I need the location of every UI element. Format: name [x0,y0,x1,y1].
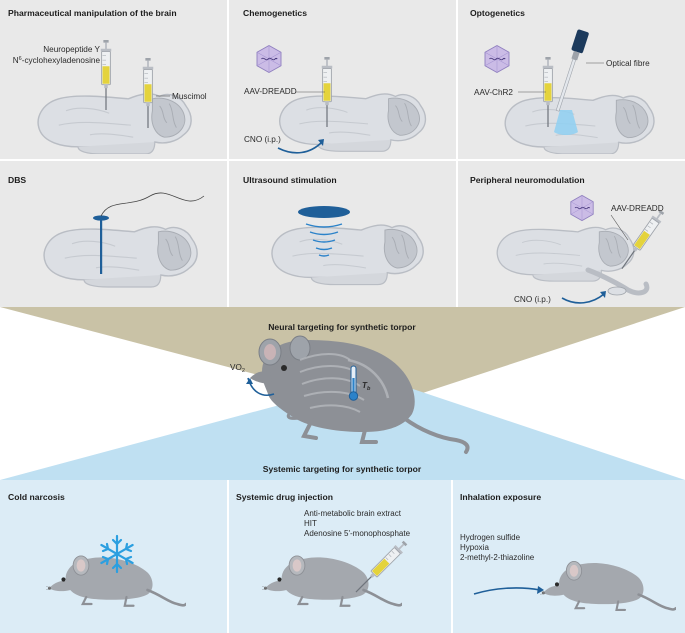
thermometer-fill [352,378,355,392]
label-muscimol: Muscimol [172,92,207,101]
wave-icon [318,254,330,257]
panel-title-inhalation-exposure: Inhalation exposure [460,492,541,502]
panel-systemic-drug-injection: Systemic drug injection Anti-metabolic b… [236,492,411,608]
thermometer-bulb [348,391,359,401]
panel-title-peripheral: Peripheral neuromodulation [470,175,585,185]
panel-optogenetics: Optogenetics Optical fibre AAV-ChR2 [470,8,655,154]
electrode-wire [100,192,205,217]
arrow-icon [473,587,541,595]
panel-title-dbs: DBS [8,175,26,185]
arrowhead-icon [318,139,324,146]
panel-title-optogenetics: Optogenetics [470,8,525,18]
wave-icon [312,239,336,243]
panel-title-ultrasound: Ultrasound stimulation [243,175,337,185]
transducer-icon [298,206,350,218]
panel-pharmaceutical: Pharmaceutical manipulation of the brain… [8,8,207,154]
arrow-icon [277,141,323,154]
panel-title-cold-narcosis: Cold narcosis [8,492,65,502]
optical-fibre-icon [555,29,589,112]
label-aav-dreadd-peripheral: AAV-DREADD [611,204,664,213]
label-cno: CNO (i.p.) [244,135,281,144]
ganglion-illustration [607,286,627,296]
drug-item: HIT [304,519,317,528]
leader-line [610,214,629,241]
label-aav-chr2: AAV-ChR2 [474,88,513,97]
label-cno-peripheral: CNO (i.p.) [514,295,551,304]
label-body-temperature: Tb [362,381,371,392]
inhalation-item: Hydrogen sulfide [460,533,521,542]
panel-ultrasound: Ultrasound stimulation [243,175,424,286]
nerve-illustration [585,267,650,296]
wave-icon [315,247,333,251]
label-aav-dreadd: AAV-DREADD [244,87,297,96]
light-cone [554,110,578,135]
panel-title-pharmaceutical: Pharmaceutical manipulation of the brain [8,8,177,18]
arrow-icon [561,293,605,304]
label-vo2: VO2 [230,363,245,374]
wave-icon [309,231,339,236]
panel-chemogenetics: Chemogenetics AAV-DREADD CNO (i.p.) [243,8,427,154]
label-neuropeptide-y: Neuropeptide Y [43,45,100,54]
arrowhead-icon [600,291,606,298]
drug-item: Adenosine 5'-monophosphate [304,529,411,538]
arrowhead-icon [537,586,544,594]
electrode-icon [100,218,103,274]
panel-peripheral: Peripheral neuromodulation AAV-DREADD CN… [470,175,667,304]
systemic-targeting-title: Systemic targeting for synthetic torpor [263,464,422,474]
arrowhead-icon [246,378,253,384]
label-optical-fibre: Optical fibre [606,59,650,68]
snowflake-icon [100,534,134,574]
wave-icon [305,223,343,228]
drug-item: Anti-metabolic brain extract [304,509,402,518]
label-cyclohexyladenosine: N6-cyclohexyladenosine [13,56,101,65]
panel-inhalation-exposure: Inhalation exposure Hydrogen sulfide Hyp… [460,492,676,612]
inhalation-item: 2-methyl-2-thiazoline [460,553,535,562]
panel-cold-narcosis: Cold narcosis [8,492,186,608]
panel-dbs: DBS [8,175,205,288]
inhalation-item: Hypoxia [460,543,489,552]
mouse-illustration [250,335,470,454]
panel-title-systemic-drug-injection: Systemic drug injection [236,492,333,502]
panel-title-chemogenetics: Chemogenetics [243,8,307,18]
neural-targeting-title: Neural targeting for synthetic torpor [268,322,416,332]
